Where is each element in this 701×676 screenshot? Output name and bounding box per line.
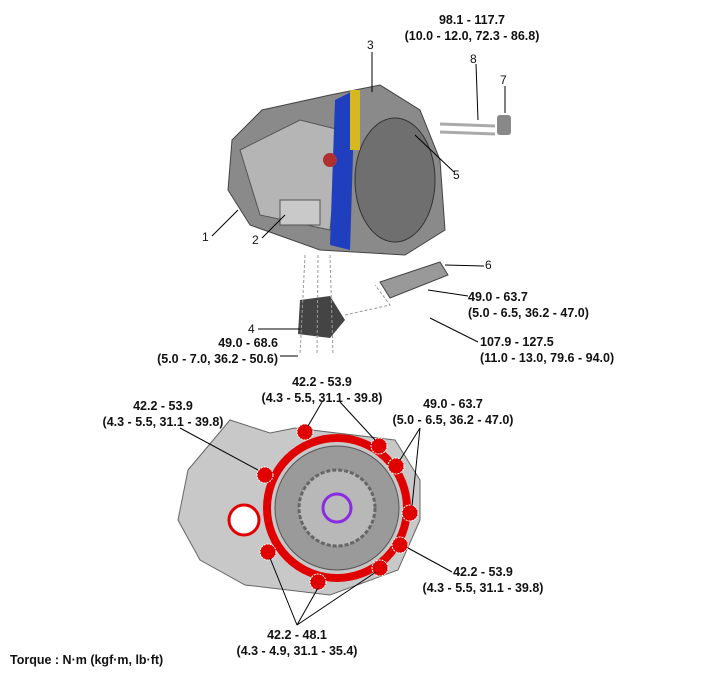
- mount-bracket-illustration: [298, 115, 511, 338]
- part-number-7: 7: [500, 73, 507, 87]
- torque-label-mount-through-bolt: 107.9 - 127.5(11.0 - 13.0, 79.6 - 94.0): [480, 335, 615, 365]
- torque-label-housing-bottom: 42.2 - 48.1(4.3 - 4.9, 31.1 - 35.4): [236, 628, 358, 658]
- torque-label-housing-right-top: 49.0 - 63.7(5.0 - 6.5, 36.2 - 47.0): [392, 397, 514, 427]
- housing-illustration: [177, 419, 421, 596]
- torque-label-housing-top: 42.2 - 53.9(4.3 - 5.5, 31.1 - 39.8): [261, 375, 383, 405]
- torque-label-bracket-nuts: 49.0 - 68.6(5.0 - 7.0, 36.2 - 50.6): [157, 336, 278, 366]
- torque-label-housing-left: 42.2 - 53.9(4.3 - 5.5, 31.1 - 39.8): [102, 399, 224, 429]
- part-number-8: 8: [470, 52, 477, 66]
- part-number-4: 4: [248, 322, 255, 336]
- leader-lines: [211, 52, 506, 357]
- part-number-6: 6: [485, 258, 492, 272]
- torque-units-note: Torque : N·m (kgf·m, lb·ft): [10, 653, 164, 667]
- part-number-2: 2: [252, 233, 259, 247]
- torque-label-bolt-8: 98.1 - 117.7(10.0 - 12.0, 72.3 - 86.8): [404, 13, 540, 43]
- part-number-5: 5: [453, 168, 460, 182]
- transmission-illustration: [227, 84, 446, 256]
- part-number-3: 3: [367, 38, 374, 52]
- torque-label-mount-bolt: 49.0 - 63.7(5.0 - 6.5, 36.2 - 47.0): [468, 290, 589, 320]
- torque-label-housing-right-bottom: 42.2 - 53.9(4.3 - 5.5, 31.1 - 39.8): [422, 565, 544, 595]
- part-number-1: 1: [202, 230, 209, 244]
